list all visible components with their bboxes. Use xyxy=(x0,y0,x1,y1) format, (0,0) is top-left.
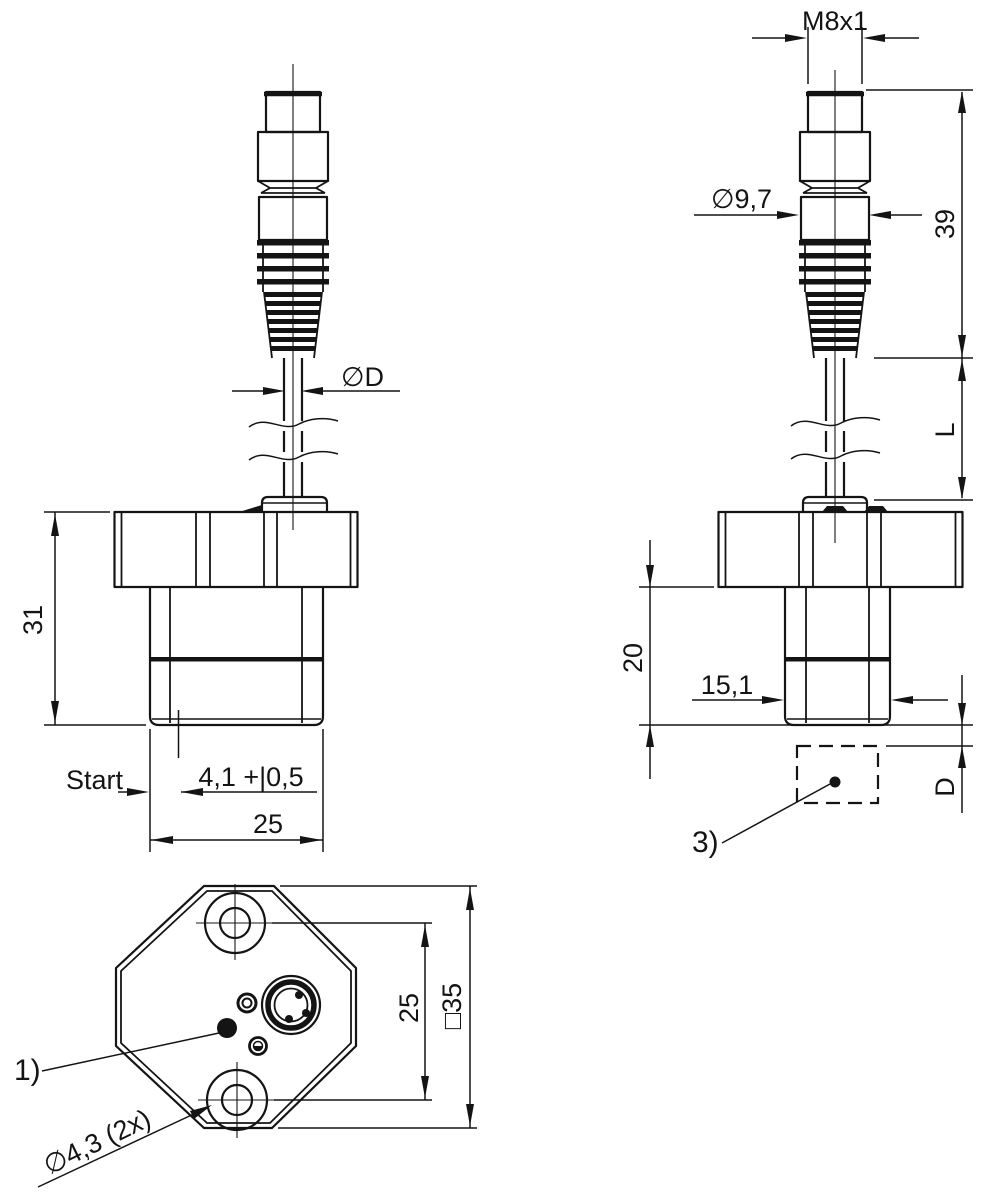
dim-15-1-label: 15,1 xyxy=(701,670,754,700)
dim-thread-m8: M8x1 xyxy=(752,6,919,84)
socket-pin xyxy=(302,1009,310,1017)
target-reference-dot xyxy=(829,776,841,788)
dim-body-height-20: 20 xyxy=(618,540,973,779)
front-housing xyxy=(113,510,359,727)
front-view: 31 ∅D Start 4,1 +|0,5 25 xyxy=(18,64,400,852)
dim-39-label: 39 xyxy=(930,209,960,239)
dim-cable-diameter: ∅D xyxy=(232,362,400,395)
m8-socket xyxy=(260,974,322,1036)
note-1: 1) xyxy=(14,1032,220,1087)
side-view: 3) M8x1 ∅9,7 39 xyxy=(618,6,973,859)
dim-L-label: L xyxy=(930,422,960,437)
mounting-hole-bottom xyxy=(198,1062,276,1138)
marker-dot xyxy=(217,1018,237,1038)
dim-outline-35: □35 xyxy=(278,885,477,1129)
dim-hole-diameter: ∅4,3 (2x) xyxy=(37,1103,212,1188)
dim-sensing-distance-D: D xyxy=(886,675,973,813)
dim-cable-diameter-label: ∅D xyxy=(341,362,384,392)
dim-hole-spacing-25: 25 xyxy=(272,922,432,1101)
front-cable xyxy=(239,64,339,530)
dim-connector-length-39: 39 xyxy=(866,89,973,498)
dim-start-offset: 4,1 +|0,5 xyxy=(181,762,317,796)
target-object: 3) xyxy=(692,744,880,859)
socket-pin xyxy=(295,991,303,999)
dim-31-label: 31 xyxy=(18,605,48,635)
bottom-view: 25 □35 1) ∅4,3 (2x) xyxy=(14,884,477,1188)
target-note-label: 3) xyxy=(692,826,719,859)
dim-body-width-15-1: 15,1 xyxy=(692,670,948,704)
side-cable xyxy=(790,70,888,543)
dim-cable-length-L: L xyxy=(874,359,973,501)
dim-9-7-label: ∅9,7 xyxy=(711,184,772,214)
dim-connector-diameter: ∅9,7 xyxy=(694,184,922,219)
dim-height-31: 31 xyxy=(18,511,146,726)
dim-hole-spacing-label: 25 xyxy=(394,993,424,1023)
side-housing xyxy=(717,510,964,727)
dim-D-label: D xyxy=(930,777,960,797)
dim-hole-diameter-label: ∅4,3 (2x) xyxy=(39,1103,156,1180)
dim-m8-label: M8x1 xyxy=(802,6,868,36)
led-indicator-lower xyxy=(248,1036,268,1056)
octagon-outline-outer xyxy=(114,884,358,1130)
socket-pin xyxy=(285,1015,293,1023)
led-indicator-upper xyxy=(236,992,258,1014)
dim-20-label: 20 xyxy=(618,643,648,673)
dim-width-25: 25 xyxy=(150,729,324,852)
dim-outline-label: □35 xyxy=(437,983,467,1029)
marker-note-label: 1) xyxy=(14,1054,41,1087)
mounting-hole-top xyxy=(196,884,274,960)
octagon-outline-inner xyxy=(120,890,352,1124)
start-label: Start xyxy=(66,765,124,795)
dim-start-offset-label: 4,1 +|0,5 xyxy=(198,762,303,792)
dim-start: Start xyxy=(66,710,180,852)
dim-25-label: 25 xyxy=(253,809,283,839)
